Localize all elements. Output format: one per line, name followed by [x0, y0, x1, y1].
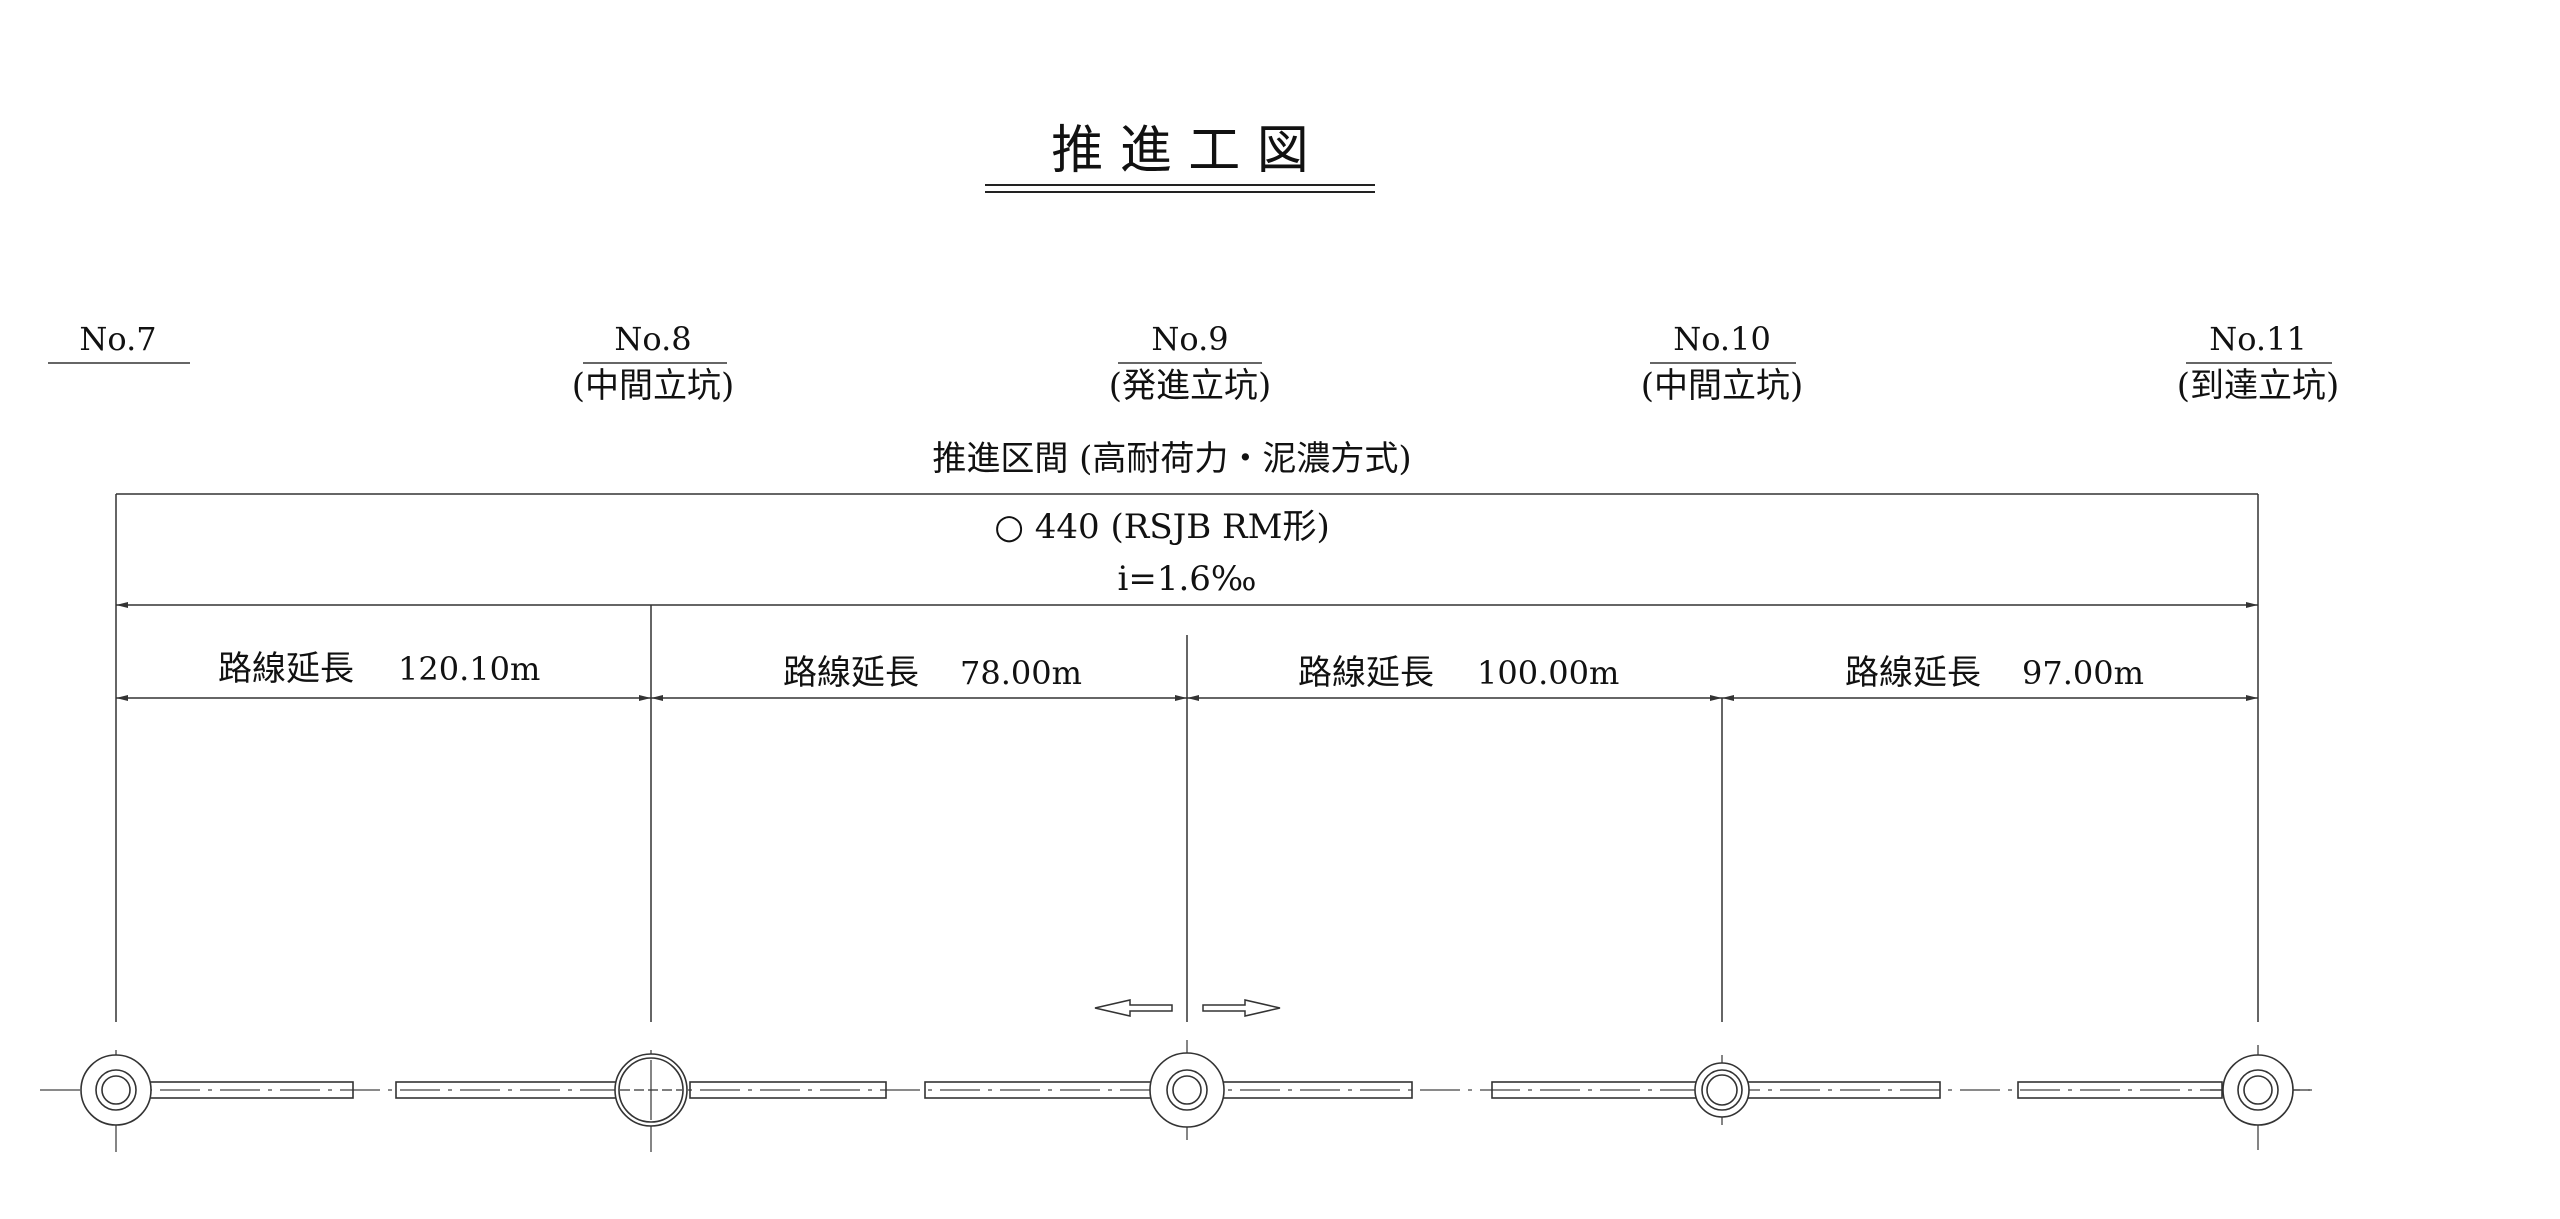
- station-no-8: No.8: [614, 320, 691, 358]
- overall-dimension: [115, 493, 2259, 1022]
- jacking-direction-arrows: [1094, 999, 1281, 1017]
- station-labels: No.7 No.8 (中間立坑) No.9 (発進立坑) No.10 (中間立坑…: [48, 320, 2339, 406]
- segment-4-label: 路線延長: [1845, 653, 1981, 693]
- shaft-no-7-icon: [80, 1050, 152, 1152]
- shaft-no-9-icon: [1149, 1040, 1225, 1140]
- station-no-7: No.7: [79, 320, 156, 358]
- segment-arrowheads: [116, 695, 2258, 701]
- segment-3-length: 100.00m: [1477, 654, 1619, 692]
- arrow-left-icon: [1094, 999, 1173, 1017]
- overall-arrowheads: [116, 602, 2258, 608]
- segment-2-length: 78.00m: [960, 654, 1082, 692]
- segment-1-length: 120.10m: [398, 650, 540, 688]
- segment-4-length: 97.00m: [2022, 654, 2144, 692]
- pipe-run-2b: [689, 1081, 887, 1099]
- segment-2-label: 路線延長: [783, 653, 919, 693]
- shaft-no-10-icon: [1694, 1055, 1750, 1125]
- plan-view: [40, 1040, 2320, 1152]
- arrow-right-icon: [1202, 999, 1281, 1017]
- station-type-10: (中間立坑): [1641, 366, 1804, 406]
- station-no-11: No.11: [2209, 320, 2307, 358]
- gradient: i=1.6‰: [1117, 559, 1256, 599]
- segment-labels: 路線延長 120.10m 路線延長 78.00m 路線延長 100.00m 路線…: [218, 649, 2144, 693]
- segment-1-label: 路線延長: [218, 649, 354, 689]
- shaft-no-8-icon: [614, 1050, 688, 1152]
- drawing-title: 推 進 工 図: [1051, 121, 1309, 181]
- station-type-11: (到達立坑): [2177, 366, 2340, 406]
- station-type-8: (中間立坑): [572, 366, 735, 406]
- pipe-spec: ○ 440 (RSJB RM形): [994, 507, 1329, 547]
- station-type-9: (発進立坑): [1109, 366, 1272, 406]
- station-no-9: No.9: [1151, 320, 1228, 358]
- segment-3-label: 路線延長: [1298, 653, 1434, 693]
- station-no-10: No.10: [1673, 320, 1771, 358]
- section-label: 推進区間 (高耐荷力・泥濃方式): [932, 439, 1411, 479]
- shaft-no-11-icon: [2210, 1045, 2310, 1150]
